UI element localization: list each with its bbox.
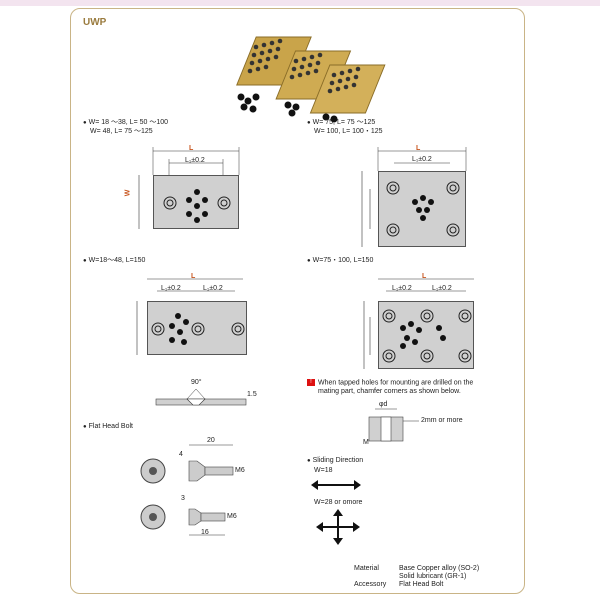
dim-L-4: L (422, 273, 427, 280)
dim-L1-3b: L₁±0.2 (203, 285, 223, 292)
sliding-w28: W=28 or omore (314, 499, 363, 506)
diagram-4: L L₁±0.2 L₁±0.2 (356, 271, 486, 371)
bolt-title: Flat Head Bolt (83, 423, 133, 431)
sliding-arrow-cross-icon (316, 509, 360, 545)
plate-3 (147, 301, 247, 355)
bolt2-length: 16 (201, 529, 209, 536)
product-code: UWP (83, 17, 107, 28)
chamfer-note: 2mm or more (421, 417, 463, 424)
plate-2 (378, 171, 466, 247)
dim-L1-4b: L₁±0.2 (432, 285, 452, 292)
bolt-length: 20 (207, 437, 215, 444)
section1-line1: W= 18 ～38, L= 50 ～100 (83, 119, 168, 127)
spec-card: UWP W= 18 ～38, L= 50 ～100 W= 48, L= 75 ～ (70, 8, 525, 594)
dim-L-2: L (416, 145, 421, 152)
angle-label: 90° (191, 379, 202, 386)
dim-L1-2: L₁±0.2 (412, 156, 432, 163)
m-label: M (363, 439, 369, 446)
section3-line1: W=18～48, L=150 (83, 257, 146, 265)
bolt2-head: 3 (181, 495, 185, 502)
warning-icon: ! (307, 379, 315, 386)
warning-line2: mating part, chamfer corners as shown be… (318, 388, 461, 395)
bolt-2: 3 16 M6 (131, 493, 251, 543)
plate-4 (378, 301, 474, 369)
section1-line2: W= 48, L= 75 ～125 (90, 128, 153, 135)
phi-d-label: φd (379, 401, 388, 408)
dim-L: L (189, 145, 194, 152)
diagram-2: L L₁±0.2 (356, 141, 476, 249)
sliding-w18: W=18 (314, 467, 333, 474)
diagram-3: L L₁±0.2 L₁±0.2 (131, 271, 261, 361)
material-value2: Solid lubricant (GR-1) (399, 573, 467, 580)
plate-1 (153, 175, 239, 229)
dim-L1-3a: L₁±0.2 (161, 285, 181, 292)
material-value1: Base Copper alloy (SO-2) (399, 565, 480, 572)
top-band (0, 0, 600, 6)
dim-W: W (124, 189, 132, 197)
warning-line1: !When tapped holes for mounting are dril… (307, 379, 473, 387)
bolt-head: 4 (179, 451, 183, 458)
dim-L1: L₁±0.2 (185, 157, 205, 164)
dim-L-3: L (191, 273, 196, 280)
bolt2-thread: M6 (227, 513, 237, 520)
diagram-1: L L₁±0.2 W (124, 145, 261, 235)
sliding-title: Sliding Direction (307, 457, 364, 465)
section2-line2: W= 100, L= 100・125 (314, 128, 383, 135)
section4-line1: W=75・100, L=150 (307, 257, 374, 265)
countersink-section: 90° 1.5 (151, 379, 261, 419)
accessory-value: Flat Head Bolt (399, 581, 444, 588)
accessory-label: Accessory (354, 581, 387, 588)
dim-L1-4a: L₁±0.2 (392, 285, 412, 292)
chamfer-detail: φd 2mm or more M (361, 401, 481, 449)
material-label: Material (354, 565, 379, 572)
bolt-thread: M6 (235, 467, 245, 474)
product-photo (236, 36, 386, 123)
bolt-1: 20 4 M6 (131, 437, 251, 497)
edge-label: 1.5 (247, 391, 257, 398)
section2-line1: W= 75, L= 75 ～125 (307, 119, 376, 127)
sliding-arrow-horizontal-icon (311, 480, 361, 490)
